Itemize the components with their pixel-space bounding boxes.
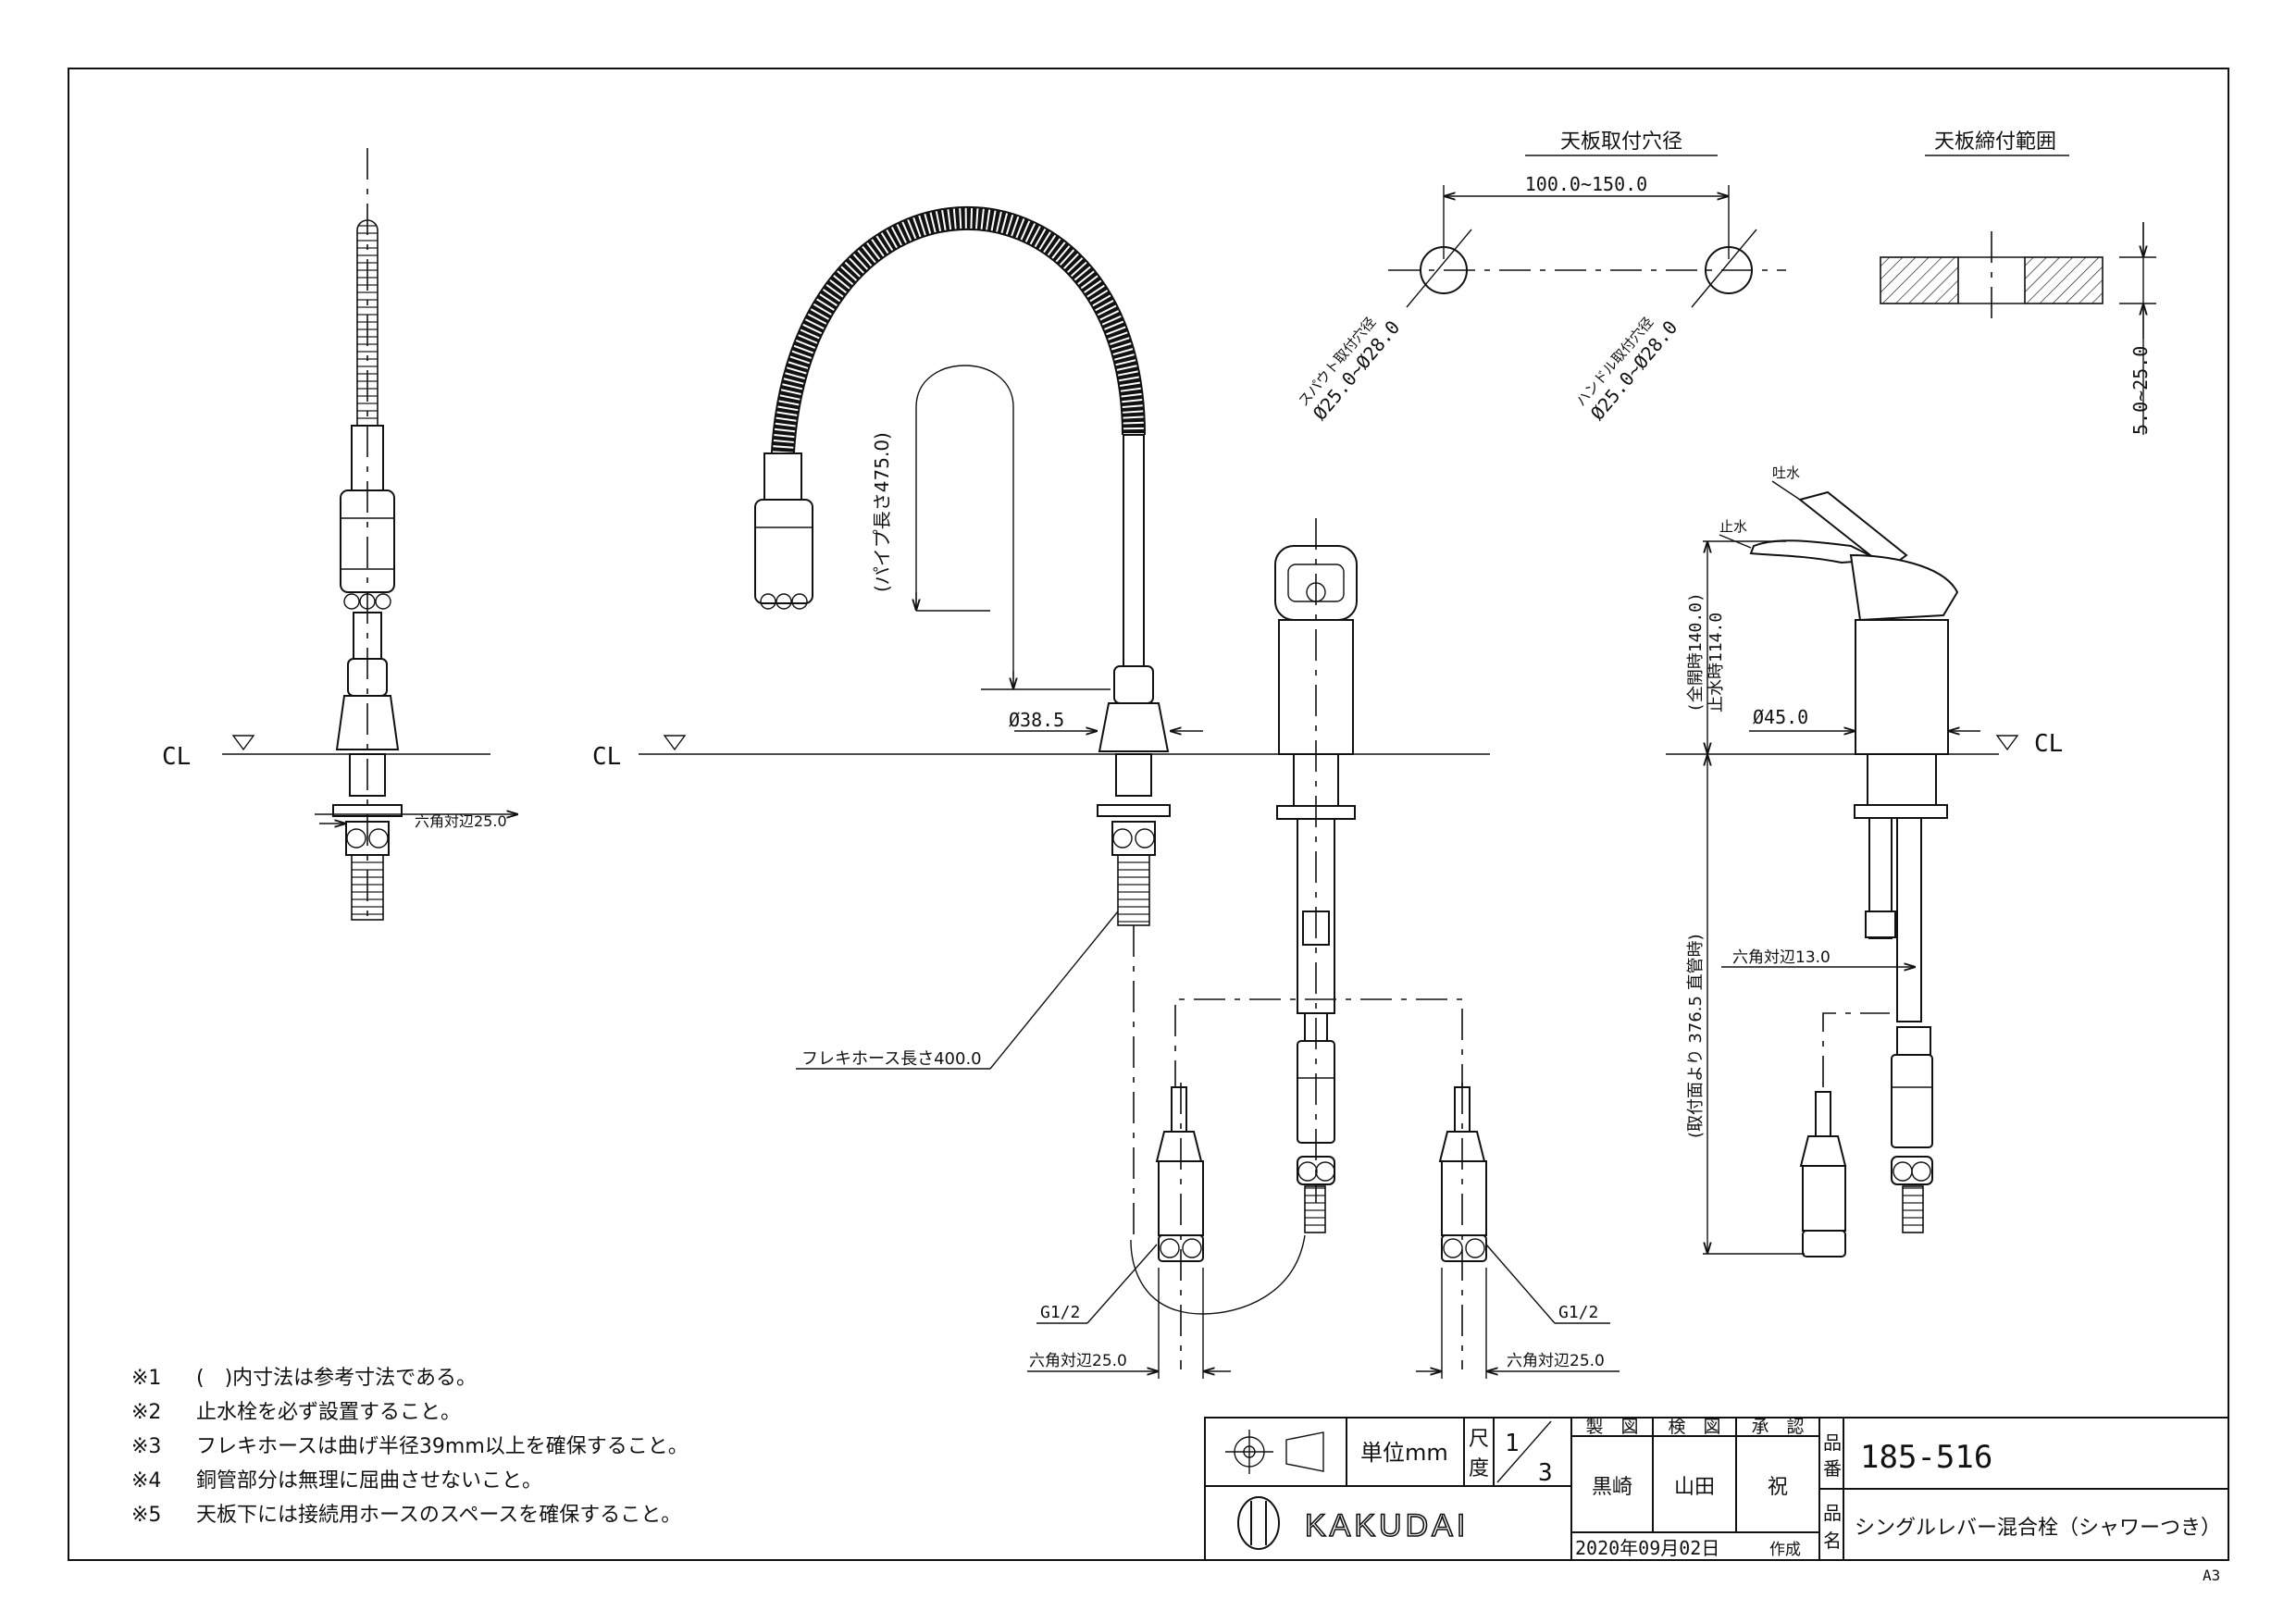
title-block: 単位mm 尺 度 1 3 製 図 検 図 承 認 黒崎 山田 祝 2020年09… (1204, 1417, 2229, 1561)
hole-spacing-dim: 100.0~150.0 (1525, 173, 1647, 195)
stop-label: 止水 (1719, 518, 1747, 535)
unit-label: 単位mm (1360, 1440, 1448, 1466)
flexi-hose-dim: フレキホース長さ400.0 (801, 1049, 982, 1069)
discharge-label: 吐水 (1772, 465, 1800, 481)
below-mount-dim: (取付面より 376.5 直管時) (1686, 934, 1706, 1138)
cl-marker-left (231, 735, 255, 751)
name-label-2: 名 (1823, 1530, 1842, 1552)
code-label-1: 品 (1823, 1431, 1842, 1454)
hex-25-bottom-left: 六角対辺25.0 (1029, 1352, 1127, 1370)
scale-label-2: 度 (1469, 1457, 1489, 1481)
stop-valve-right (1438, 1086, 1487, 1262)
note-2-text: 止水栓を必ず設置すること。 (196, 1401, 461, 1424)
mount-hole-view: 天板取付穴径 100.0~150.0 スパウト取付穴径 Ø25.0~Ø28.0 … (1295, 130, 1786, 425)
code-label-2: 番 (1823, 1457, 1842, 1480)
cl-marker-mid (663, 735, 687, 751)
created-label: 作成 (1769, 1541, 1801, 1559)
g-left-label: G1/2 (1040, 1303, 1080, 1322)
clamp-range-view: 天板締付範囲 5.0~25.0 (1880, 130, 2156, 435)
note-5-mark: ※5 (131, 1504, 161, 1527)
cl-marker-right (1995, 735, 2019, 751)
stop-valve-side (1799, 1091, 1847, 1258)
mount-hole-title: 天板取付穴径 (1560, 130, 1682, 154)
stop-height-dim: 止水時114.0 (1706, 613, 1726, 712)
scale-label-1: 尺 (1469, 1428, 1489, 1451)
spout-front-view: (パイプ長さ475.0) Ø38.5 フレキホース長さ400.0 (754, 205, 1620, 1379)
spout-dia-dim: Ø38.5 (1009, 709, 1064, 731)
cl-label-mid: CL (592, 743, 621, 771)
note-5-text: 天板下には接続用ホースのスペースを確保すること。 (196, 1504, 681, 1527)
cl-label-right: CL (2034, 730, 2063, 758)
handle-dia-dim: Ø45.0 (1753, 706, 1808, 728)
stop-valve-left (1155, 1086, 1204, 1262)
spout-side-view: 六角対辺25.0 (315, 148, 518, 925)
note-4-text: 銅管部分は無理に屈曲させないこと。 (196, 1469, 542, 1493)
note-4-mark: ※4 (131, 1469, 161, 1493)
approved-by: 祝 (1768, 1476, 1788, 1499)
hex-13-dim: 六角対辺13.0 (1732, 948, 1831, 967)
date: 2020年09月02日 (1575, 1537, 1719, 1559)
note-3-mark: ※3 (131, 1435, 161, 1458)
note-2-mark: ※2 (131, 1401, 161, 1424)
cl-label-left: CL (162, 743, 191, 771)
checked-by: 山田 (1674, 1476, 1715, 1499)
notes-block: ※1 ( )内寸法は参考寸法である。 ※2 止水栓を必ず設置すること。 ※3 フ… (131, 1367, 689, 1527)
hex-25-left-dim: 六角対辺25.0 (415, 812, 507, 830)
g-right-label: G1/2 (1558, 1303, 1598, 1322)
sheet-border (68, 68, 2229, 1561)
kakudai-logo: KAKUDAI (1237, 1496, 1469, 1550)
sheet-size: A3 (2203, 1567, 2220, 1584)
note-1-text: ( )内寸法は参考寸法である。 (196, 1367, 477, 1390)
made-by: 黒崎 (1592, 1476, 1632, 1499)
hex-25-bottom-right: 六角対辺25.0 (1507, 1352, 1605, 1370)
full-open-dim: (全開時140.0) (1686, 592, 1706, 712)
note-1-mark: ※1 (131, 1367, 161, 1390)
clamp-range-title: 天板締付範囲 (1934, 130, 2056, 154)
product-code: 185-516 (1860, 1439, 1992, 1476)
scale-den: 3 (1538, 1459, 1553, 1487)
made-label: 製 図 (1585, 1417, 1638, 1437)
name-label-1: 品 (1823, 1502, 1842, 1524)
pipe-length-dim: (パイプ長さ475.0) (871, 432, 893, 592)
clamp-range-dim: 5.0~25.0 (2129, 346, 2152, 435)
scale-num: 1 (1505, 1430, 1520, 1457)
product-name: シングルレバー混合栓（シャワーつき） (1855, 1517, 2221, 1540)
check-label: 検 図 (1668, 1417, 1720, 1437)
brand-text: KAKUDAI (1305, 1508, 1469, 1543)
approve-label: 承 認 (1751, 1417, 1804, 1437)
handle-side-view: 吐水 止水 (全開時140.0) 止水時114.0 Ø45.0 六角対辺13.0… (1686, 465, 1980, 1258)
note-3-text: フレキホースは曲げ半径39mm以上を確保すること。 (196, 1435, 689, 1458)
